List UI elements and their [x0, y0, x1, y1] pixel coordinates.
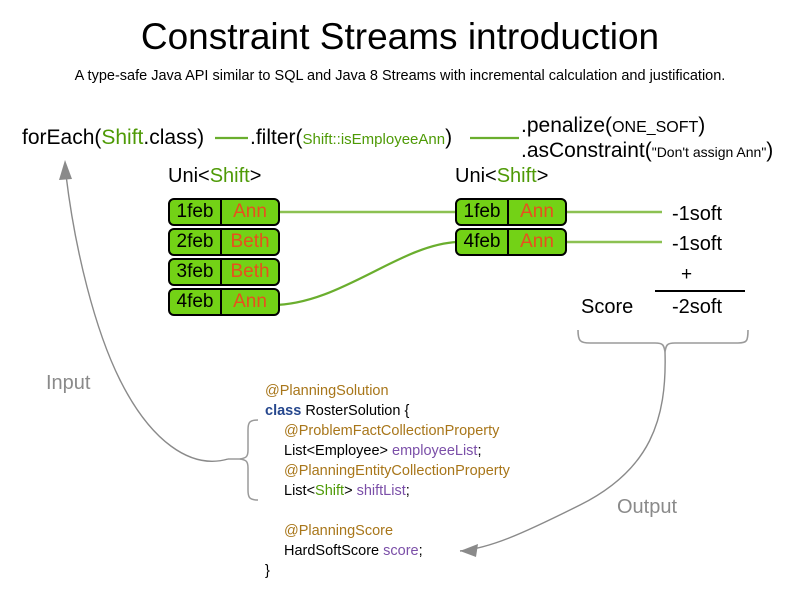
code-token: @PlanningEntityCollectionProperty	[284, 463, 510, 479]
score-operator: +	[681, 264, 693, 285]
code-token	[265, 503, 269, 519]
code-token: ;	[477, 443, 482, 459]
uni-right-type: Shift	[496, 165, 537, 187]
stream-type-left: Uni<Shift>	[168, 165, 261, 188]
page-title: Constraint Streams introduction	[140, 16, 660, 57]
pipeline-asconstraint-label: .asConstraint("Don't assign Ann")	[521, 139, 773, 163]
page-subtitle: A type-safe Java API similar to SQL and …	[74, 68, 726, 84]
asconstraint-call: .asConstraint(	[521, 139, 652, 162]
code-token: Shift	[315, 483, 345, 499]
code-line: List<Shift> shiftList;	[265, 481, 510, 501]
code-block: @PlanningSolution class RosterSolution { @…	[265, 381, 510, 581]
code-token: ;	[405, 483, 410, 499]
stream-type-right: Uni<Shift>	[455, 165, 548, 188]
code-token: @PlanningScore	[284, 523, 394, 539]
input-card-3[interactable]: 4feb Ann	[168, 288, 280, 316]
penalize-tail: )	[698, 114, 706, 137]
output-card-0-name: Ann	[520, 201, 554, 222]
connector-card-4feb	[271, 240, 459, 307]
asconstraint-arg: "Don't assign Ann"	[651, 144, 767, 160]
output-card-1[interactable]: 4feb Ann	[455, 228, 567, 256]
pipeline-filter-label: .filter(Shift::isEmployeeAnn)	[250, 126, 452, 150]
code-token: class	[265, 403, 302, 419]
code-line: List<Employee> employeeList;	[265, 441, 510, 461]
output-card-0[interactable]: 1feb Ann	[455, 198, 567, 226]
code-line: HardSoftScore score;	[265, 541, 510, 561]
code-token: employeeList	[392, 443, 478, 459]
penalize-call: .penalize(	[521, 114, 613, 137]
code-token: @ProblemFactCollectionProperty	[284, 423, 500, 439]
score-brace	[577, 329, 749, 353]
input-card-1-date: 2feb	[170, 230, 222, 254]
code-token: List<	[284, 483, 316, 499]
output-flow-label: Output	[617, 496, 678, 518]
score-divider	[655, 290, 745, 292]
input-card-2-date: 3feb	[170, 260, 222, 284]
foreach-tail: .class)	[143, 126, 205, 149]
output-card-0-date: 1feb	[457, 200, 509, 224]
foreach-call: forEach(	[22, 126, 102, 149]
input-flow-label: Input	[46, 372, 91, 394]
uni-left-prefix: Uni<	[168, 165, 210, 187]
filter-call: .filter(	[250, 126, 303, 149]
code-line: class RosterSolution {	[265, 401, 510, 421]
input-card-0[interactable]: 1feb Ann	[168, 198, 280, 226]
code-token: shiftList	[356, 483, 406, 499]
input-card-3-date: 4feb	[170, 290, 222, 314]
score-total-value: -2soft	[672, 296, 723, 318]
penalty-value-0: -1soft	[672, 203, 723, 225]
input-card-1-name: Beth	[230, 231, 270, 252]
code-line: @PlanningSolution	[265, 381, 510, 401]
code-token: >	[344, 483, 357, 499]
filter-tail: )	[445, 126, 453, 149]
pipeline-foreach-label: forEach(Shift.class)	[22, 126, 204, 150]
code-line: }	[265, 561, 510, 581]
code-token: @PlanningSolution	[265, 383, 389, 399]
foreach-type: Shift	[101, 126, 144, 149]
code-fields-brace	[239, 419, 259, 501]
input-card-0-date: 1feb	[170, 200, 222, 224]
penalize-arg: ONE_SOFT	[612, 119, 699, 136]
input-card-0-name: Ann	[233, 201, 267, 222]
uni-left-type: Shift	[209, 165, 250, 187]
input-arrowhead	[59, 160, 72, 180]
code-line: @ProblemFactCollectionProperty	[265, 421, 510, 441]
code-token: RosterSolution {	[301, 403, 410, 419]
input-card-2[interactable]: 3feb Beth	[168, 258, 280, 286]
code-line	[265, 501, 510, 521]
input-card-1[interactable]: 2feb Beth	[168, 228, 280, 256]
input-card-2-name: Beth	[230, 261, 270, 282]
code-token: HardSoftScore	[284, 543, 384, 559]
filter-method-ref: Shift::isEmployeeAnn	[302, 131, 446, 148]
code-line: @PlanningEntityCollectionProperty	[265, 461, 510, 481]
asconstraint-tail: )	[766, 139, 774, 162]
code-token: }	[265, 563, 270, 579]
score-label: Score	[581, 296, 634, 318]
output-card-1-date: 4feb	[457, 230, 509, 254]
input-card-3-name: Ann	[233, 291, 267, 312]
output-card-1-name: Ann	[520, 231, 554, 252]
code-token: ;	[418, 543, 423, 559]
uni-left-suffix: >	[249, 165, 262, 187]
code-line: @PlanningScore	[265, 521, 510, 541]
penalty-value-1: -1soft	[672, 233, 723, 255]
code-token: List<Employee>	[284, 443, 393, 459]
uni-right-prefix: Uni<	[455, 165, 497, 187]
code-token: score	[383, 543, 419, 559]
uni-right-suffix: >	[536, 165, 549, 187]
pipeline-penalize-label: .penalize(ONE_SOFT)	[521, 114, 705, 138]
